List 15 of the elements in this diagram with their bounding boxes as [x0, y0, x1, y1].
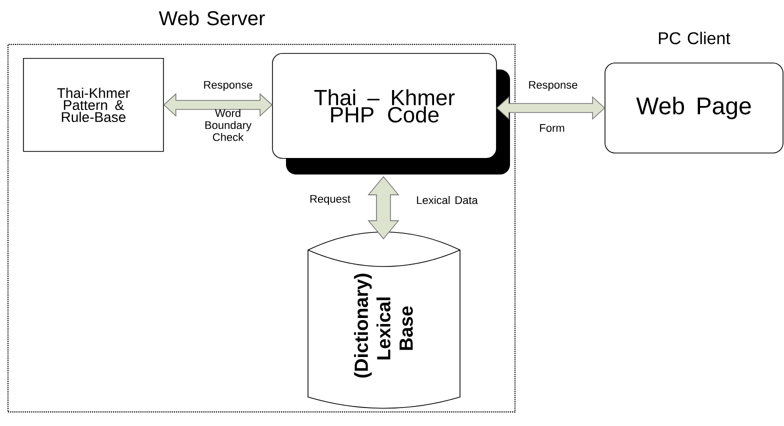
block-arrow: [496, 96, 606, 120]
database-cylinder: (Dictionary) Lexical Base: [308, 232, 460, 409]
region-heading: Web Server: [158, 10, 265, 26]
edge-label: Response: [204, 81, 252, 91]
edge-label: Request: [310, 195, 350, 205]
web-page-box: Web Page: [604, 62, 784, 154]
rule-base-box: Thai-Khmer Pattern & Rule-Base: [23, 58, 164, 152]
code-box: Thai – Khmer PHP Code: [272, 53, 510, 174]
heading: PC Client: [658, 32, 730, 44]
block-arrow: [163, 92, 273, 117]
arrow-caption: Form: [540, 124, 564, 132]
arrow-caption: Lexical Data: [417, 196, 478, 204]
edge-label: Response: [529, 81, 578, 91]
arrow-caption: Word Boundary Check: [205, 108, 252, 142]
block-arrow: [368, 176, 400, 240]
